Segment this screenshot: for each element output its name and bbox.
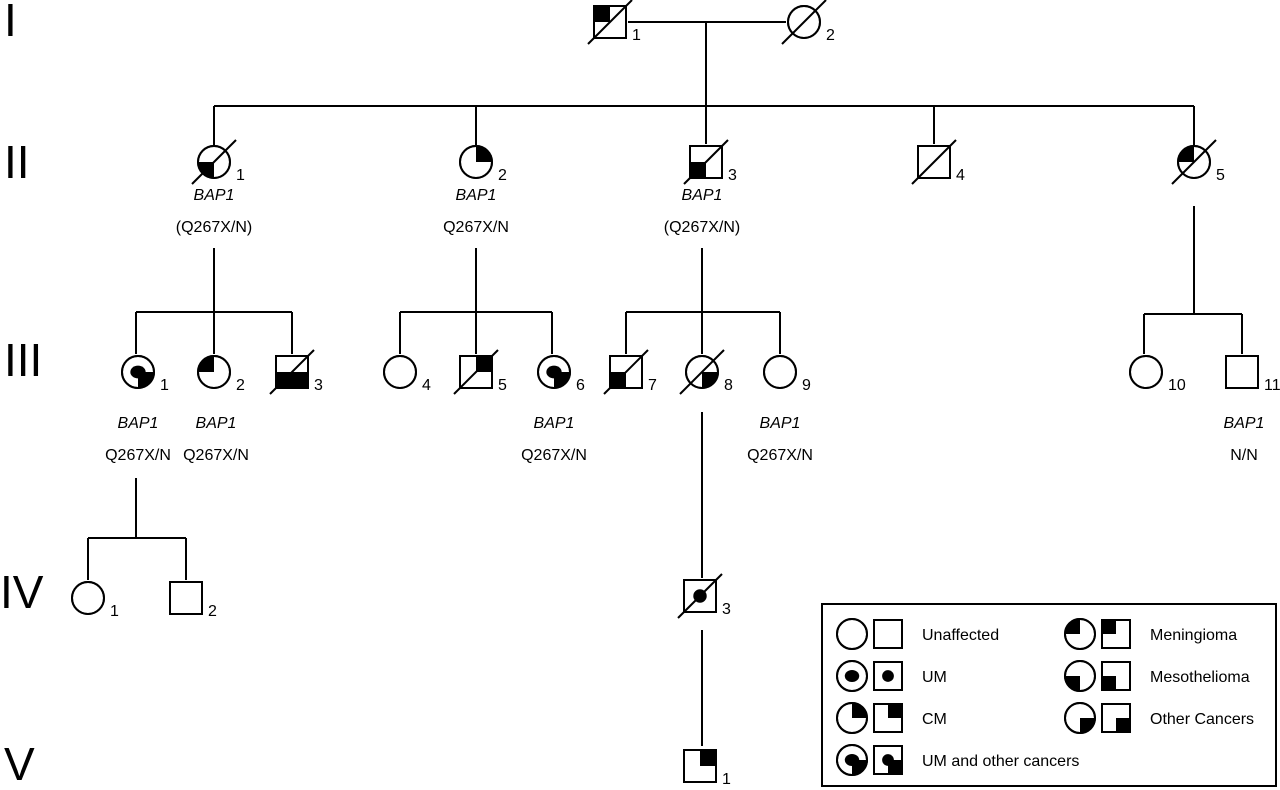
generation-label-5: V bbox=[4, 738, 35, 790]
individual-III-6: 6 bbox=[537, 355, 585, 394]
individual-number: 2 bbox=[498, 167, 507, 184]
genotype-II-2: Q267X/N bbox=[443, 219, 509, 236]
legend-label: Meningioma bbox=[1150, 627, 1237, 644]
generation-label-2: II bbox=[4, 136, 30, 188]
legend-label: Unaffected bbox=[922, 627, 999, 644]
legend-label: UM and other cancers bbox=[922, 753, 1079, 770]
legend-item-um_other: UM and other cancers bbox=[836, 744, 1079, 776]
gene-label-III-9: BAP1 bbox=[760, 415, 801, 432]
individual-number: 3 bbox=[722, 601, 731, 618]
individual-number: 2 bbox=[236, 377, 245, 394]
gene-label-III-11: BAP1 bbox=[1224, 415, 1265, 432]
individual-II-1: 1 bbox=[191, 139, 245, 185]
gene-label-III-2: BAP1 bbox=[196, 415, 237, 432]
genotype-II-3: (Q267X/N) bbox=[664, 219, 740, 236]
legend-label: Mesothelioma bbox=[1150, 669, 1250, 686]
individual-III-9: 9 bbox=[763, 355, 811, 394]
legend-item-mesothelioma: Mesothelioma bbox=[1064, 660, 1250, 692]
individual-number: 11 bbox=[1264, 377, 1280, 394]
individual-II-3: 3 bbox=[683, 139, 737, 185]
relationship-lines bbox=[87, 21, 1243, 746]
generation-label-4: IV bbox=[0, 566, 44, 618]
individual-number: 5 bbox=[498, 377, 507, 394]
individual-number: 10 bbox=[1168, 377, 1186, 394]
individual-III-7: 7 bbox=[603, 349, 657, 395]
individual-IV-2: 2 bbox=[169, 581, 217, 620]
individual-I-1: 1 bbox=[587, 0, 641, 45]
individual-number: 2 bbox=[826, 27, 835, 44]
individual-III-2: 2 bbox=[197, 355, 245, 394]
genotype-III-9: Q267X/N bbox=[747, 447, 813, 464]
individual-number: 1 bbox=[160, 377, 169, 394]
individual-II-2: 2 bbox=[459, 145, 507, 184]
gene-label-II-2: BAP1 bbox=[456, 187, 497, 204]
individual-III-4: 4 bbox=[383, 355, 431, 394]
individual-number: 8 bbox=[724, 377, 733, 394]
generation-label-1: I bbox=[4, 0, 17, 46]
individual-number: 1 bbox=[632, 27, 641, 44]
genotype-III-2: Q267X/N bbox=[183, 447, 249, 464]
legend-item-other: Other Cancers bbox=[1064, 702, 1254, 734]
individual-III-3: 3 bbox=[269, 349, 323, 395]
legend-item-meningioma: Meningioma bbox=[1064, 618, 1237, 650]
individual-II-5: 5 bbox=[1171, 139, 1225, 185]
individual-number: 3 bbox=[314, 377, 323, 394]
legend-item-unaffected: Unaffected bbox=[836, 618, 999, 650]
individual-V-1: 1 bbox=[683, 749, 731, 788]
individual-III-10: 10 bbox=[1129, 355, 1186, 394]
individual-number: 4 bbox=[956, 167, 965, 184]
individual-number: 1 bbox=[236, 167, 245, 184]
individual-number: 9 bbox=[802, 377, 811, 394]
gene-label-III-1: BAP1 bbox=[118, 415, 159, 432]
genotype-III-1: Q267X/N bbox=[105, 447, 171, 464]
legend-item-cm: CM bbox=[836, 702, 947, 734]
generation-label-3: III bbox=[4, 334, 42, 386]
individual-number: 7 bbox=[648, 377, 657, 394]
individual-number: 1 bbox=[110, 603, 119, 620]
individual-number: 4 bbox=[422, 377, 431, 394]
genotype-III-6: Q267X/N bbox=[521, 447, 587, 464]
individual-II-4: 4 bbox=[911, 139, 965, 185]
genotype-annotations: BAP1 (Q267X/N) BAP1 Q267X/N BAP1 (Q267X/… bbox=[105, 187, 1264, 464]
individual-III-1: 1 bbox=[121, 355, 169, 394]
individual-I-2: 2 bbox=[781, 0, 835, 45]
individual-IV-1: 1 bbox=[71, 581, 119, 620]
gene-label-II-1: BAP1 bbox=[194, 187, 235, 204]
individual-number: 6 bbox=[576, 377, 585, 394]
individual-IV-3: 3 bbox=[677, 573, 731, 619]
genotype-III-11: N/N bbox=[1230, 447, 1258, 464]
legend-label: Other Cancers bbox=[1150, 711, 1254, 728]
legend-label: CM bbox=[922, 711, 947, 728]
legend-label: UM bbox=[922, 669, 947, 686]
individual-number: 1 bbox=[722, 771, 731, 788]
gene-label-III-6: BAP1 bbox=[534, 415, 575, 432]
individual-number: 2 bbox=[208, 603, 217, 620]
individual-number: 5 bbox=[1216, 167, 1225, 184]
individual-III-5: 5 bbox=[453, 349, 507, 395]
legend-item-um: UM bbox=[836, 660, 947, 692]
gene-label-II-3: BAP1 bbox=[682, 187, 723, 204]
individual-III-11: 11 bbox=[1225, 355, 1280, 394]
individual-III-8: 8 bbox=[679, 349, 733, 395]
generation-labels: I II III IV V bbox=[0, 0, 44, 790]
genotype-II-1: (Q267X/N) bbox=[176, 219, 252, 236]
individual-number: 3 bbox=[728, 167, 737, 184]
